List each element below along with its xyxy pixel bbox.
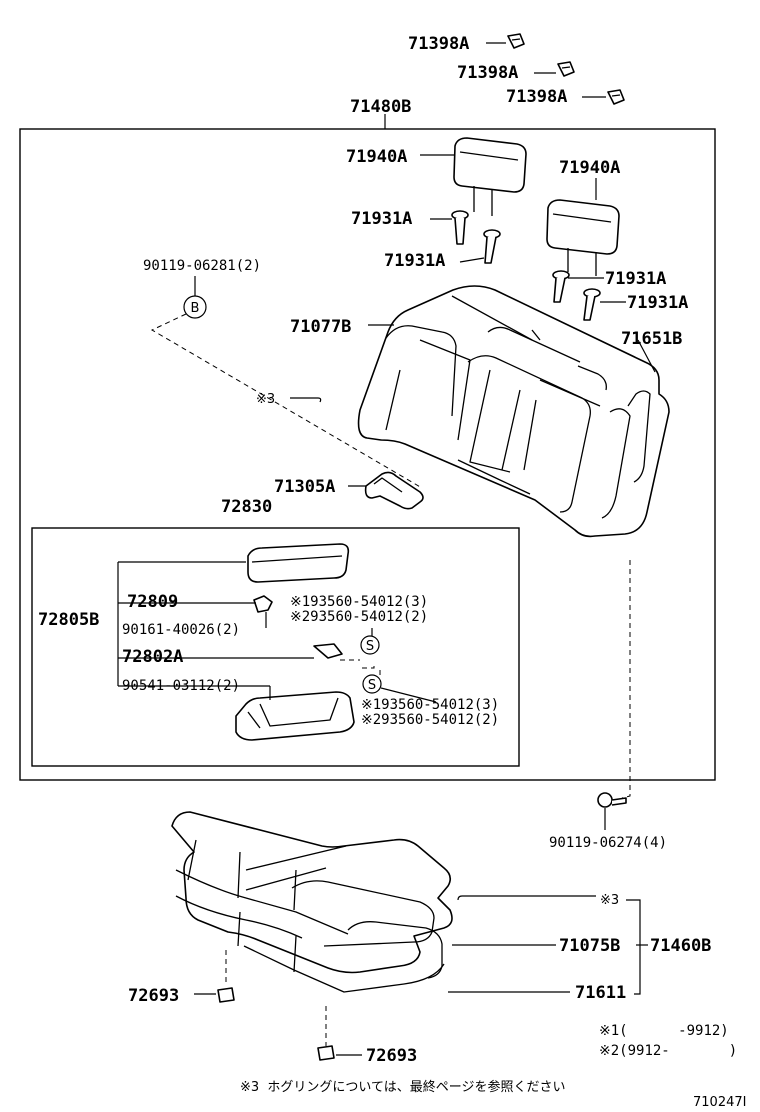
drawing-number: 710247I xyxy=(693,1095,746,1110)
label-71940a-right: 71940A xyxy=(559,158,620,178)
clip-71398a-1 xyxy=(507,33,525,49)
headrest-right xyxy=(546,199,620,276)
legend-note2: ※2(9912- ) xyxy=(599,1043,737,1059)
label-72693-bottom: 72693 xyxy=(366,1046,417,1066)
armrest-assembly-frame xyxy=(31,527,520,767)
label-71460b: 71460B xyxy=(650,936,711,956)
label-93560-a1: ※193560-54012(3) xyxy=(290,594,428,610)
seatback-body xyxy=(357,285,670,538)
label-93560-a2: ※293560-54012(2) xyxy=(290,609,428,625)
ref-s1-circle xyxy=(360,635,380,655)
label-ref-b: B xyxy=(191,301,200,316)
label-71940a-left: 71940A xyxy=(346,147,407,167)
headrest-guide-2 xyxy=(483,229,501,264)
headrest-guide-4 xyxy=(583,288,601,321)
label-note3-top: ※3 xyxy=(256,392,275,407)
label-71651b: 71651B xyxy=(621,329,682,349)
clip-72693-bottom xyxy=(317,1045,335,1061)
label-90119-06281: 90119-06281(2) xyxy=(143,258,261,274)
clip-71398a-2 xyxy=(557,61,575,77)
legend-note1: ※1( -9912) xyxy=(599,1023,729,1039)
label-71077b: 71077B xyxy=(290,317,351,337)
seat-cushion xyxy=(171,811,453,993)
armrest-pad xyxy=(247,543,350,583)
label-71931a-4: 71931A xyxy=(627,293,688,313)
label-93560-b1: ※193560-54012(3) xyxy=(361,697,499,713)
label-71075b: 71075B xyxy=(559,936,620,956)
label-71931a-2: 71931A xyxy=(384,251,445,271)
headrest-guide-1 xyxy=(451,210,469,245)
bracket-71305a xyxy=(364,471,424,510)
label-72693-left: 72693 xyxy=(128,986,179,1006)
headrest-guide-3 xyxy=(552,270,570,303)
label-71398a-2: 71398A xyxy=(457,63,518,83)
clip-72693-left xyxy=(217,987,235,1003)
label-93560-b2: ※293560-54012(2) xyxy=(361,712,499,728)
label-note3-mid: ※3 xyxy=(600,893,619,908)
ref-b-circle xyxy=(183,295,207,319)
label-90119-06274: 90119-06274(4) xyxy=(549,835,667,851)
label-72805b: 72805B xyxy=(38,610,99,630)
headrest-left xyxy=(453,137,527,216)
label-72809: 72809 xyxy=(127,592,178,612)
clip-71398a-3 xyxy=(607,89,625,105)
armrest-hinge-72802a xyxy=(313,643,343,659)
label-ref-s2: S xyxy=(368,678,376,693)
label-90541-03112: 90541-03112(2) xyxy=(122,678,240,694)
label-71480b: 71480B xyxy=(350,97,411,117)
label-72802a: 72802A xyxy=(122,647,183,667)
bolt-90119-06274 xyxy=(597,792,627,808)
label-71931a-3: 71931A xyxy=(605,269,666,289)
label-ref-s1: S xyxy=(366,639,374,654)
label-71398a-3: 71398A xyxy=(506,87,567,107)
label-71305a: 71305A xyxy=(274,477,335,497)
seatback-assembly-frame xyxy=(19,128,716,781)
armrest-base xyxy=(235,691,355,741)
label-90161-40026: 90161-40026(2) xyxy=(122,622,240,638)
armrest-clip-72809 xyxy=(253,595,273,613)
label-72830: 72830 xyxy=(221,497,272,517)
footnote-hog-ring: ※3 ホグリングについては、最終ページを参照ください xyxy=(240,1079,566,1095)
label-71931a-1: 71931A xyxy=(351,209,412,229)
ref-s2-circle xyxy=(362,674,382,694)
label-71611: 71611 xyxy=(575,983,626,1003)
label-71398a-1: 71398A xyxy=(408,34,469,54)
